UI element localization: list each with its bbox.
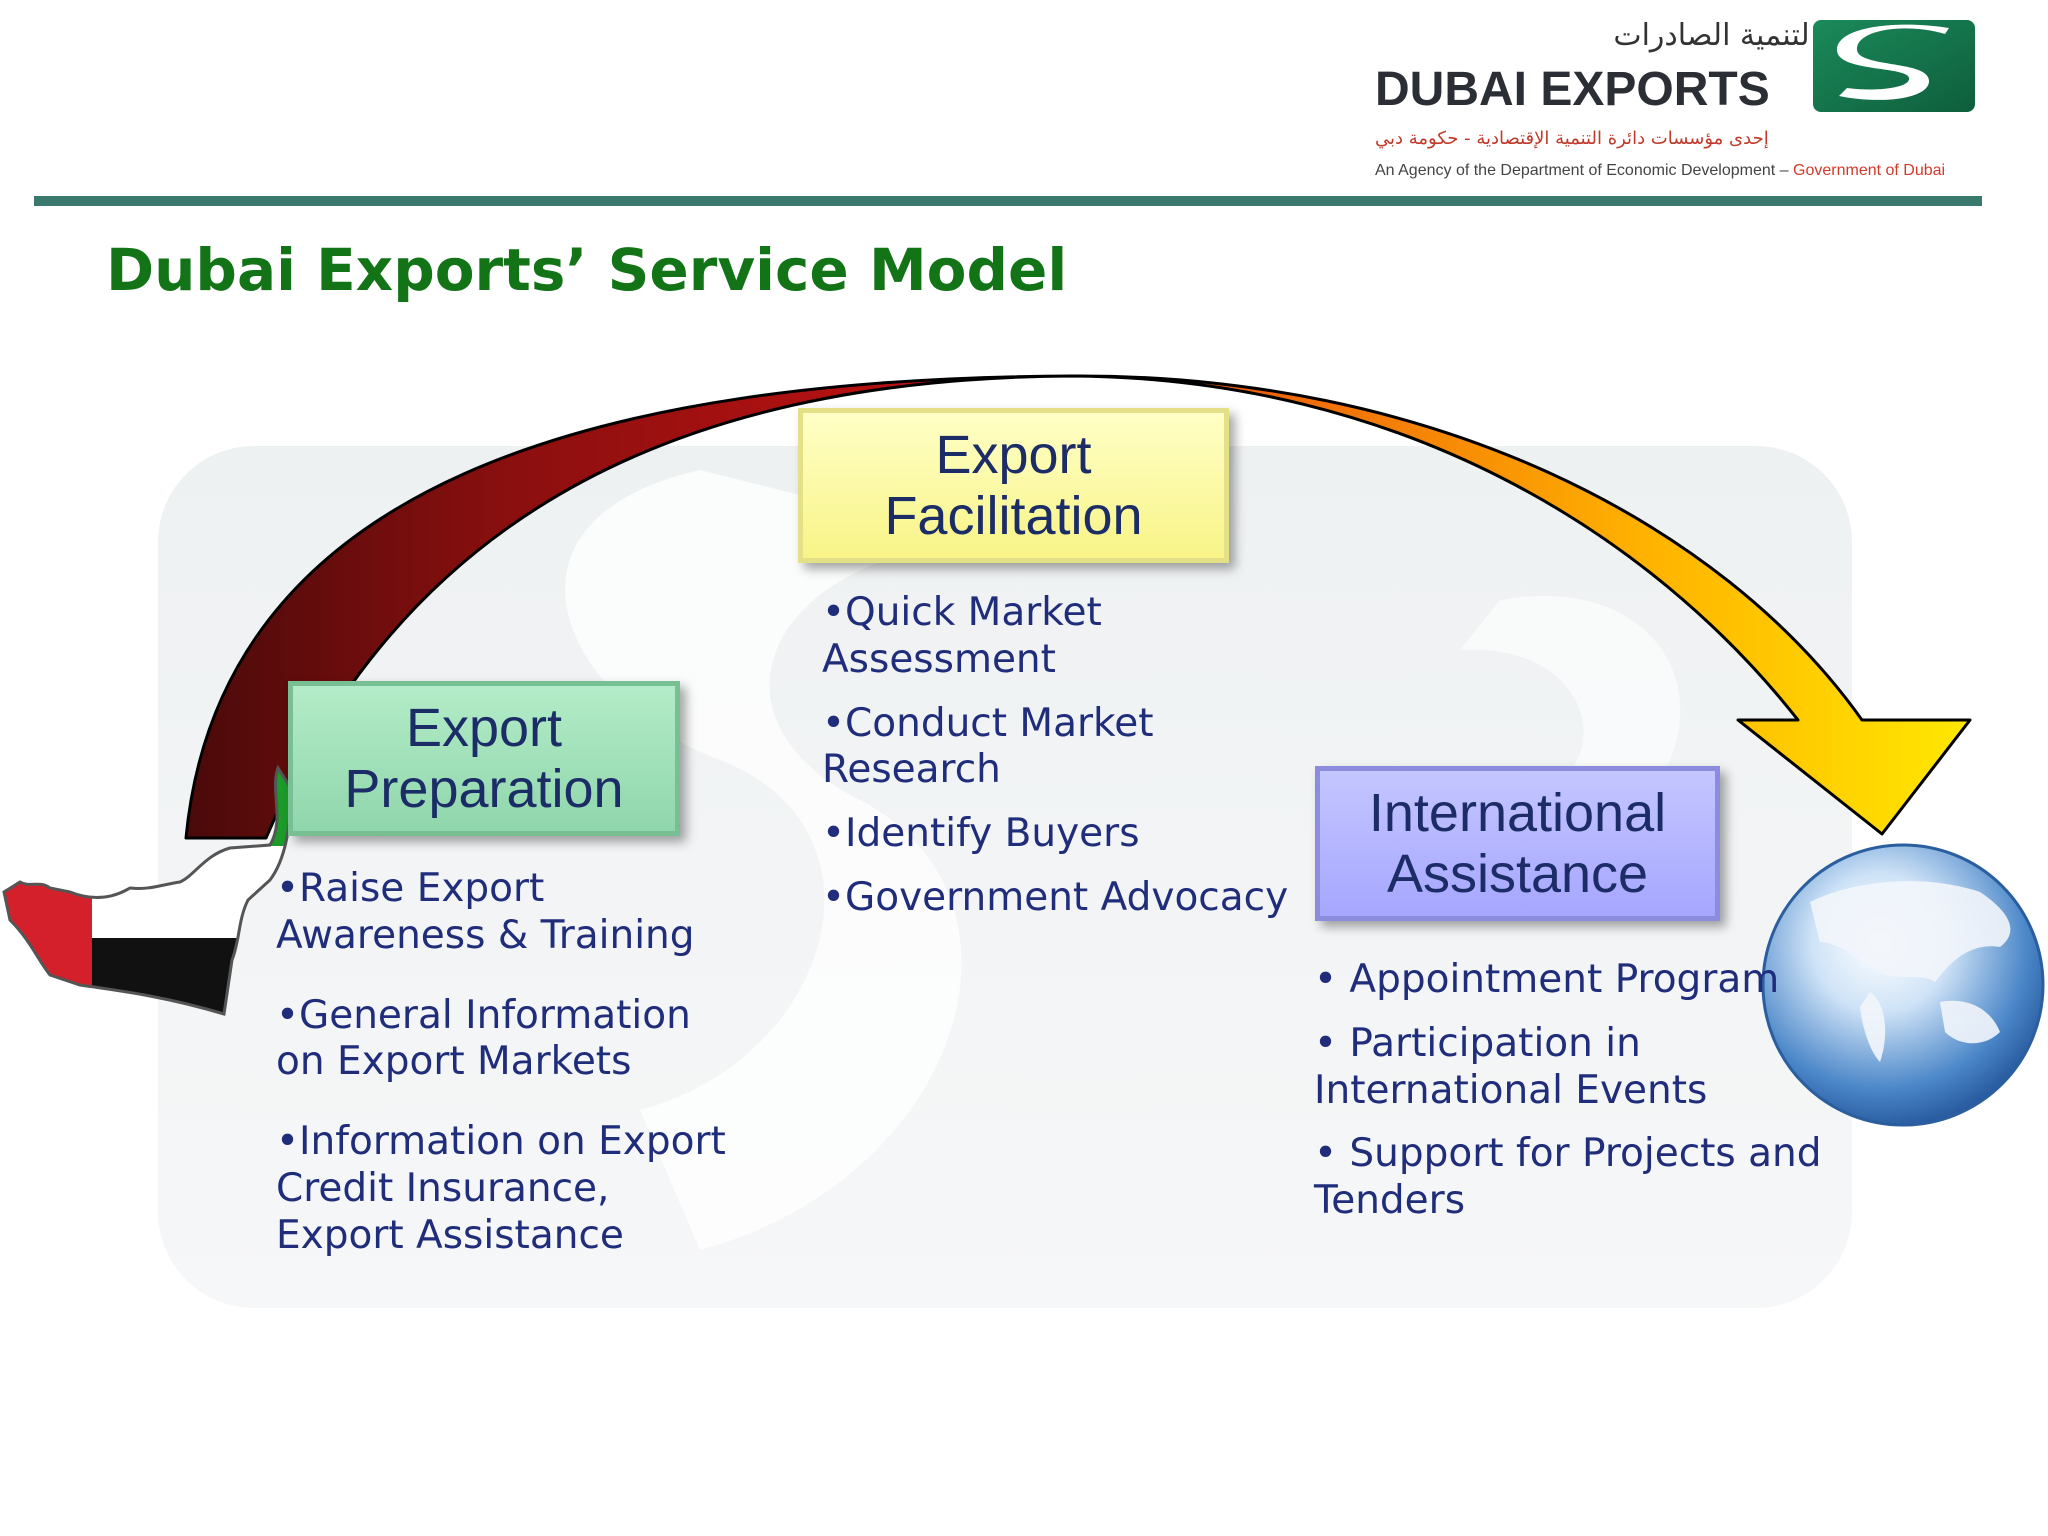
list-item: • Participation in International Events <box>1314 1020 1708 1113</box>
export-facilitation-box: Export Facilitation <box>798 408 1229 563</box>
dubai-exports-s-mark-icon <box>1813 20 1975 112</box>
list-item: • Appointment Program <box>1314 957 1780 1002</box>
list-item: •Information on Export Credit Insurance,… <box>276 1119 726 1258</box>
export-preparation-box: Export Preparation <box>288 681 680 836</box>
international-assistance-box: International Assistance <box>1315 766 1720 921</box>
logo-tagline-separator: – <box>1775 162 1794 179</box>
uae-flag-map-icon <box>2 764 294 1016</box>
logo-arabic-tagline: إحدى مؤسسات دائرة التنمية الإقتصادية - ح… <box>1375 128 1769 149</box>
dubai-exports-logo: مؤسسة دبي لتنمية الصادرات DUBAI EXPORTS … <box>1375 14 1975 179</box>
export-preparation-list: •Raise Export Awareness & Training •Gene… <box>276 866 746 1293</box>
header-divider <box>34 196 1982 206</box>
logo-tagline: An Agency of the Department of Economic … <box>1375 162 1945 180</box>
list-item: •Identify Buyers <box>822 811 1140 857</box>
slide-title: Dubai Exports’ Service Model <box>106 236 1068 304</box>
export-facilitation-list: •Quick Market Assessment •Conduct Market… <box>822 590 1322 939</box>
logo-tagline-agency: An Agency of the Department of Economic … <box>1375 162 1776 179</box>
list-item: •Quick Market Assessment <box>822 590 1102 682</box>
list-item: •Conduct Market Research <box>822 700 1154 793</box>
list-item: •General Information on Export Markets <box>276 992 691 1085</box>
globe-icon <box>1761 843 2045 1127</box>
list-item: •Raise Export Awareness & Training <box>276 866 695 958</box>
list-item: •Government Advocacy <box>822 874 1289 920</box>
list-item: • Support for Projects and Tenders <box>1314 1131 1822 1224</box>
logo-tagline-government: Government of Dubai <box>1793 162 1946 179</box>
logo-name: DUBAI EXPORTS <box>1375 63 1770 116</box>
international-assistance-list: • Appointment Program • Participation in… <box>1314 957 1834 1242</box>
